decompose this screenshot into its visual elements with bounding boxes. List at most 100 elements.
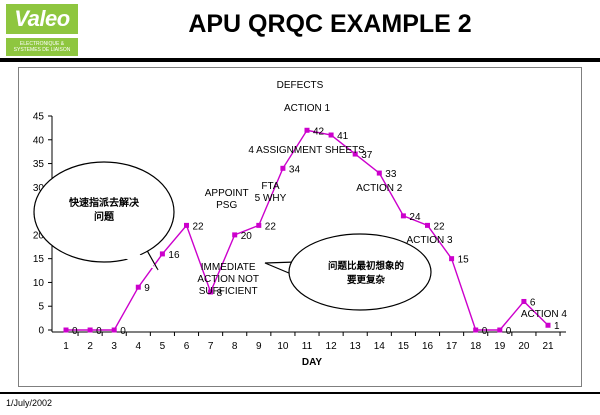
annotation-text: ACTION 3 [406,235,453,246]
y-tick-label: 15 [33,254,45,265]
callout-left-line-2: 问题 [94,210,115,223]
data-label: 0 [96,326,102,337]
footer-divider [0,392,600,394]
y-tick-label: 35 [33,159,45,170]
data-point [280,165,286,171]
annotation-text: IMMEDIATE [201,262,256,273]
x-tick-label: 21 [542,341,554,352]
data-label: 34 [289,164,301,175]
data-point [304,127,310,133]
data-point [256,222,262,228]
y-tick-label: 10 [33,278,45,289]
data-label: 33 [385,169,397,180]
chart-title: DEFECTS [277,80,324,91]
callout-right-line-2: 要更复杂 [347,274,386,286]
data-point [376,170,382,176]
data-point [521,298,527,304]
x-tick-label: 5 [160,341,166,352]
x-tick-label: 13 [350,341,362,352]
annotation-text: SUFFICIENT [199,286,258,297]
x-tick-label: 3 [111,341,117,352]
x-tick-label: 16 [422,341,434,352]
x-tick-label: 15 [398,341,410,352]
logo-wordmark: Valeo [6,4,78,34]
data-point [449,256,455,262]
data-label: 0 [120,326,126,337]
data-point [135,284,141,290]
valeo-logo: Valeo ELECTRONIQUE & SYSTEMES DE LIAISON [6,4,78,58]
x-tick-label: 10 [277,341,289,352]
data-label: 22 [265,221,277,232]
data-point [473,327,479,333]
chart-frame [18,67,582,387]
data-label: 0 [482,326,488,337]
callout-left-line-1: 快速指派去解决 [68,196,140,209]
x-tick-label: 19 [494,341,506,352]
data-point [497,327,503,333]
x-tick-label: 14 [374,341,386,352]
x-tick-label: 2 [87,341,93,352]
data-point [425,222,430,228]
data-point [208,289,214,295]
x-tick-label: 9 [256,341,262,352]
annotation-text: 5 WHY [255,193,287,204]
data-point [63,327,69,333]
data-label: 1 [554,321,560,332]
y-tick-label: 5 [38,302,44,313]
data-label: 20 [241,231,253,242]
data-point [352,151,358,157]
annotation-text: ACTION 1 [284,103,331,114]
data-point [111,327,117,333]
data-label: 0 [72,326,78,337]
x-tick-label: 4 [136,341,142,352]
x-tick-label: 12 [326,341,338,352]
x-tick-label: 8 [232,341,238,352]
data-point [159,251,165,257]
data-label: 9 [144,283,150,294]
data-label: 37 [361,150,373,161]
data-point [400,213,406,219]
y-tick-label: 40 [33,135,45,146]
y-tick-label: 20 [33,230,45,241]
data-point [87,327,93,333]
x-tick-label: 6 [184,341,190,352]
annotation-text: FTA [261,181,279,192]
logo-tagline: ELECTRONIQUE & SYSTEMES DE LIAISON [6,38,78,56]
data-label: 22 [193,221,205,232]
annotation-text: ACTION NOT [197,274,259,285]
data-label: 8 [217,288,223,299]
y-tick-label: 0 [38,326,44,337]
title-divider [0,58,600,62]
footer-date: 1/July/2002 [6,398,53,408]
callout-bubble-right: 问题比最初想象的 要更复杂 [264,233,432,311]
x-tick-label: 7 [208,341,214,352]
page-title: APU QRQC EXAMPLE 2 [188,10,472,38]
x-tick-label: 17 [446,341,458,352]
annotation-text: APPOINT [205,188,249,199]
data-label: 16 [168,250,180,261]
annotation-text: ACTION 2 [356,183,403,194]
data-point [328,132,334,138]
data-label: 24 [409,212,421,223]
x-tick-label: 18 [470,341,482,352]
data-point [184,222,189,228]
annotation-text: PSG [216,200,237,211]
y-tick-label: 30 [33,183,45,194]
x-axis-label: DAY [302,357,323,368]
data-point [545,322,551,328]
data-label: 41 [337,131,349,142]
callout-right-line-1: 问题比最初想象的 [328,260,405,272]
data-label: 0 [506,326,512,337]
data-label: 22 [434,221,446,232]
x-tick-label: 11 [302,341,313,352]
data-label: 15 [458,255,470,266]
annotation-text: ACTION 4 [521,309,568,320]
callout-bubble-left: 快速指派去解决 问题 [33,161,175,271]
x-tick-label: 20 [518,341,530,352]
data-label: 42 [313,126,325,137]
x-tick-label: 1 [63,341,69,352]
data-point [232,232,238,238]
y-tick-label: 45 [33,112,45,123]
annotation-text: 4 ASSIGNMENT SHEETS [248,145,365,156]
